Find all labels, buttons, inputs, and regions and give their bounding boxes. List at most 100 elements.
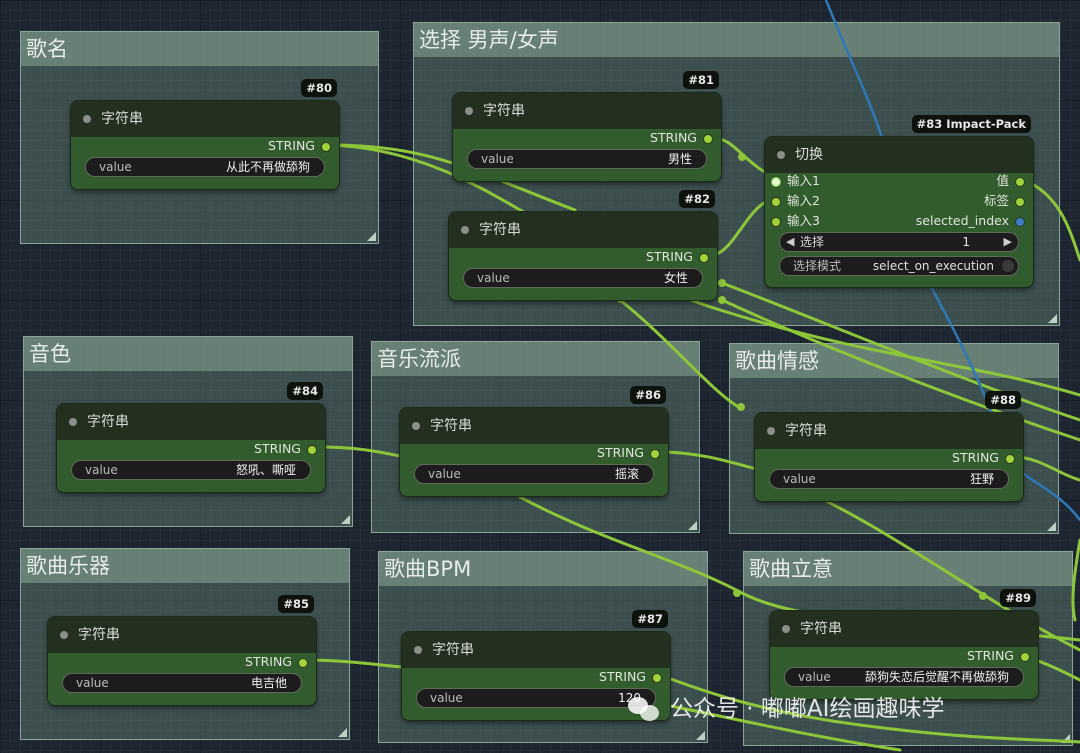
collapse-dot-icon[interactable] [412, 422, 420, 430]
input-1[interactable]: 输入1 [771, 174, 820, 188]
input-3[interactable]: 输入3 [771, 214, 820, 228]
collapse-dot-icon[interactable] [782, 625, 790, 633]
switch-node[interactable]: #83 Impact-Pack 切换 输入1 输入2 输入3 值 标签 sele… [765, 115, 1033, 287]
wire-87-out [658, 673, 1080, 744]
node-title[interactable]: 切换 [765, 137, 1033, 173]
node-title[interactable]: 字符串 [453, 93, 721, 129]
output-socket-icon[interactable] [298, 657, 308, 668]
output-label: STRING [254, 441, 301, 456]
string-output[interactable]: STRING [650, 131, 713, 145]
string-output[interactable]: STRING [245, 655, 308, 669]
output-socket-icon[interactable] [321, 141, 331, 152]
string-output[interactable]: STRING [268, 139, 331, 153]
string-output[interactable]: STRING [967, 649, 1030, 663]
value-label: value [481, 152, 514, 166]
resize-handle[interactable] [1047, 522, 1056, 531]
collapse-dot-icon[interactable] [60, 631, 68, 639]
node-title[interactable]: 字符串 [48, 617, 316, 653]
collapse-dot-icon[interactable] [465, 107, 473, 115]
output-socket-icon[interactable] [699, 252, 709, 263]
node-title[interactable]: 字符串 [71, 101, 339, 137]
node-title-text: 字符串 [800, 621, 842, 637]
node-title[interactable]: 字符串 [449, 212, 717, 248]
string-output[interactable]: STRING [254, 442, 317, 456]
node-title[interactable]: 字符串 [402, 632, 670, 668]
output-socket-icon[interactable] [652, 672, 662, 683]
wire-86-out [656, 450, 762, 472]
resize-handle[interactable] [341, 515, 350, 524]
input-socket-icon[interactable] [771, 196, 781, 207]
value-text: 怒吼、嘶哑 [235, 463, 296, 477]
resize-handle[interactable] [1048, 314, 1057, 323]
output-selected-index[interactable]: selected_index [916, 214, 1025, 228]
node-id-badge: #82 [679, 190, 715, 208]
node-title[interactable]: 字符串 [770, 611, 1038, 647]
node-title[interactable]: 字符串 [755, 413, 1023, 449]
group-title: 音色 [24, 337, 352, 371]
node-id-badge: #85 [278, 595, 314, 613]
value-text: 女性 [663, 271, 688, 285]
decrement-arrow-icon[interactable]: ◀ [786, 235, 795, 248]
output-socket-icon[interactable] [650, 448, 660, 459]
resize-handle[interactable] [696, 731, 705, 740]
string-output[interactable]: STRING [952, 451, 1015, 465]
string-output[interactable]: STRING [597, 446, 660, 460]
output-label: selected_index [915, 213, 1009, 228]
value-text: 从此不再做舔狗 [225, 160, 310, 174]
collapse-dot-icon[interactable] [414, 646, 422, 654]
output-socket-icon[interactable] [1020, 651, 1030, 662]
string-output[interactable]: STRING [646, 250, 709, 264]
output-tag[interactable]: 标签 [984, 194, 1025, 208]
input-socket-icon[interactable] [771, 176, 781, 187]
wire-84-out [314, 445, 412, 460]
select-stepper[interactable]: ◀ 选择 1 ▶ [779, 232, 1019, 252]
output-socket-icon[interactable] [1015, 196, 1025, 207]
output-socket-icon[interactable] [1005, 453, 1015, 464]
output-socket-icon[interactable] [1015, 216, 1025, 227]
collapse-dot-icon[interactable] [69, 418, 77, 426]
collapse-dot-icon[interactable] [777, 151, 785, 159]
increment-arrow-icon[interactable]: ▶ [1003, 235, 1012, 248]
select-mode-toggle[interactable]: 选择模式 select_on_execution [779, 256, 1019, 276]
output-socket-icon[interactable] [703, 133, 713, 144]
toggle-knob-icon[interactable] [1002, 260, 1014, 272]
input-socket-icon[interactable] [771, 216, 781, 227]
resize-handle[interactable] [367, 232, 376, 241]
collapse-dot-icon[interactable] [461, 226, 469, 234]
node-title[interactable]: 字符串 [400, 408, 668, 444]
string-output[interactable]: STRING [599, 670, 662, 684]
node-title[interactable]: 字符串 [57, 404, 325, 440]
output-socket-icon[interactable] [1015, 176, 1025, 187]
input-label: 输入2 [787, 193, 820, 208]
collapse-dot-icon[interactable] [767, 427, 775, 435]
resize-handle[interactable] [688, 521, 697, 530]
output-label: STRING [650, 130, 697, 145]
wechat-icon [628, 696, 660, 723]
output-value[interactable]: 值 [996, 174, 1025, 188]
collapse-dot-icon[interactable] [83, 115, 91, 123]
resize-handle[interactable] [1061, 734, 1070, 743]
mode-label: 选择模式 [793, 259, 842, 273]
input-2[interactable]: 输入2 [771, 194, 820, 208]
node-title-text: 切换 [795, 147, 823, 163]
output-socket-icon[interactable] [307, 444, 317, 455]
node-id-badge: #86 [630, 386, 666, 404]
resize-handle[interactable] [338, 728, 347, 737]
